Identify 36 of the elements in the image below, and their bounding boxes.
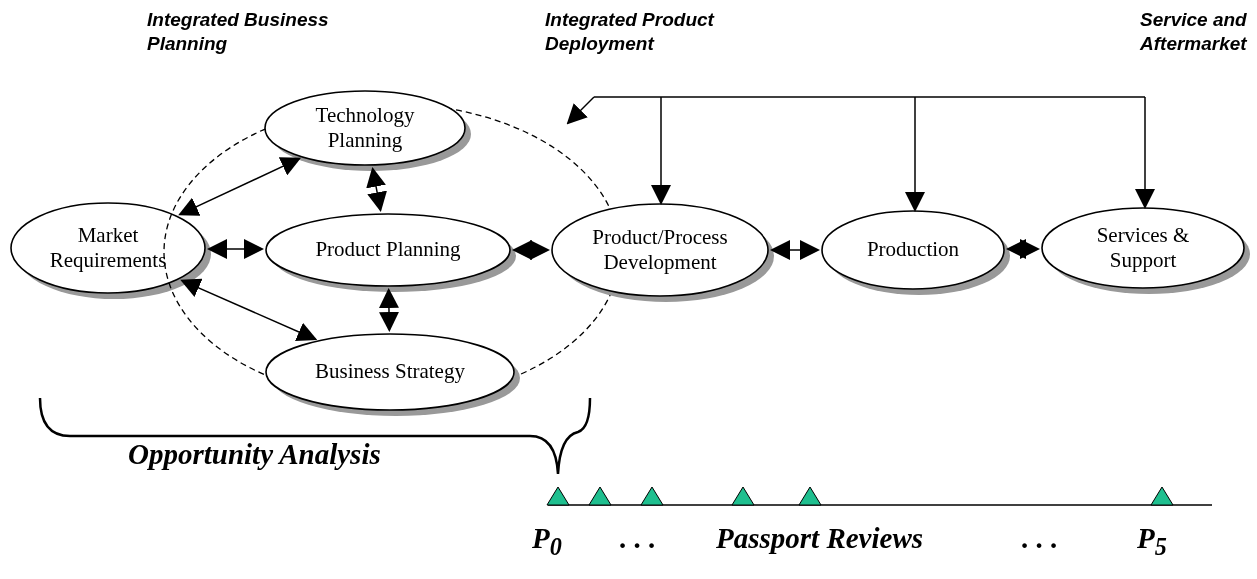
node-label: Production [866,237,960,263]
process-ellipse [10,202,212,300]
arrow [366,166,387,213]
arrow [770,240,820,260]
process-ellipse [265,213,517,293]
opportunity-analysis-label: Opportunity Analysis [128,438,381,471]
node-label: Business Strategy [315,359,465,385]
milestone-label: P$_{5}$ [1137,522,1167,561]
timeline-label: Passport Reviews [716,522,924,555]
arrow [1006,239,1040,259]
process-ellipse [1041,207,1251,295]
arrow [178,157,302,216]
node-label: Technology Planning [314,102,416,154]
process-ellipse [821,210,1011,296]
arrow [905,96,925,212]
node-label: Product/Process Development [591,224,729,276]
process-ellipse [551,203,775,303]
connector-line [593,96,1146,98]
milestone-label: P$_{0}$ [532,522,562,561]
arrow [651,96,671,205]
process-ellipse [264,90,472,172]
arrow [566,96,595,125]
node-label: Market Requirements [48,222,168,274]
arrow [1135,96,1155,209]
arrow [207,239,264,259]
node-label: Product Planning [315,237,461,263]
arrow [378,288,399,332]
ellipsis: . . . [1022,522,1059,555]
arrow [512,240,550,260]
section-heading: Integrated Product Deployment [545,8,716,56]
section-heading: Integrated Business Planning [147,8,330,56]
ellipsis: . . . [620,522,657,555]
node-label: Services & Support [1095,222,1191,274]
process-ellipse [265,333,521,417]
section-heading: Service and Aftermarket [1140,8,1248,56]
arrow [180,278,318,342]
